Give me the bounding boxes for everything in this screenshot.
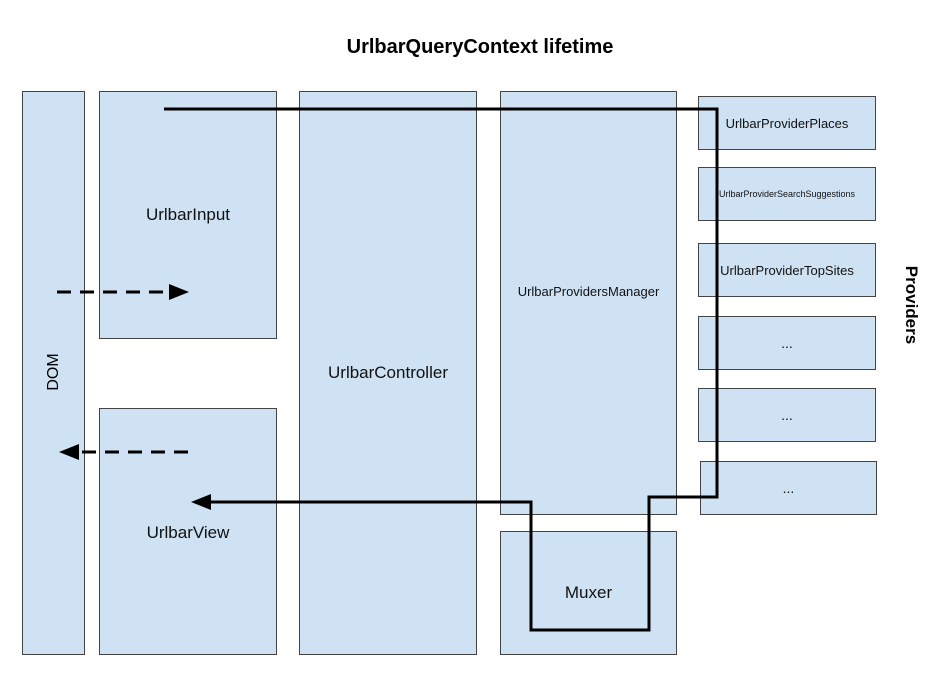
provider-label: ... [781, 407, 793, 423]
provider-label: ... [782, 480, 795, 496]
urlbar-input-label: UrlbarInput [145, 205, 231, 224]
urlbar-view-box: UrlbarView [99, 408, 277, 655]
urlbar-controller-label: UrlbarController [328, 363, 448, 382]
view-to-dom-arrowhead [59, 444, 79, 460]
urlbar-input-box: UrlbarInput [99, 91, 277, 339]
providers-manager-label: UrlbarProvidersManager [517, 283, 660, 299]
provider-box-other-2: ... [698, 388, 876, 442]
provider-label: UrlbarProviderPlaces [725, 115, 849, 131]
providers-manager-box: UrlbarProvidersManager [500, 91, 677, 515]
provider-label: UrlbarProviderSearchSuggestions [718, 189, 856, 199]
dom-to-input-arrowhead [169, 284, 189, 300]
urlbar-controller-box: UrlbarController [299, 91, 477, 655]
provider-label: UrlbarProviderTopSites [720, 262, 854, 278]
provider-box-top-sites: UrlbarProviderTopSites [698, 243, 876, 297]
dom-box [22, 91, 85, 655]
provider-box-places: UrlbarProviderPlaces [698, 96, 876, 150]
urlbar-view-label: UrlbarView [146, 522, 230, 542]
query-flow-arrowhead [191, 494, 211, 510]
provider-label: ... [781, 335, 793, 351]
provider-box-search-suggestions: UrlbarProviderSearchSuggestions [698, 167, 876, 221]
diagram-title: UrlbarQueryContext lifetime [346, 36, 614, 58]
muxer-label: Muxer [564, 583, 613, 602]
query-flow-line [164, 107, 719, 632]
provider-box-other-1: ... [698, 316, 876, 370]
provider-box-other-3: ... [700, 461, 877, 515]
